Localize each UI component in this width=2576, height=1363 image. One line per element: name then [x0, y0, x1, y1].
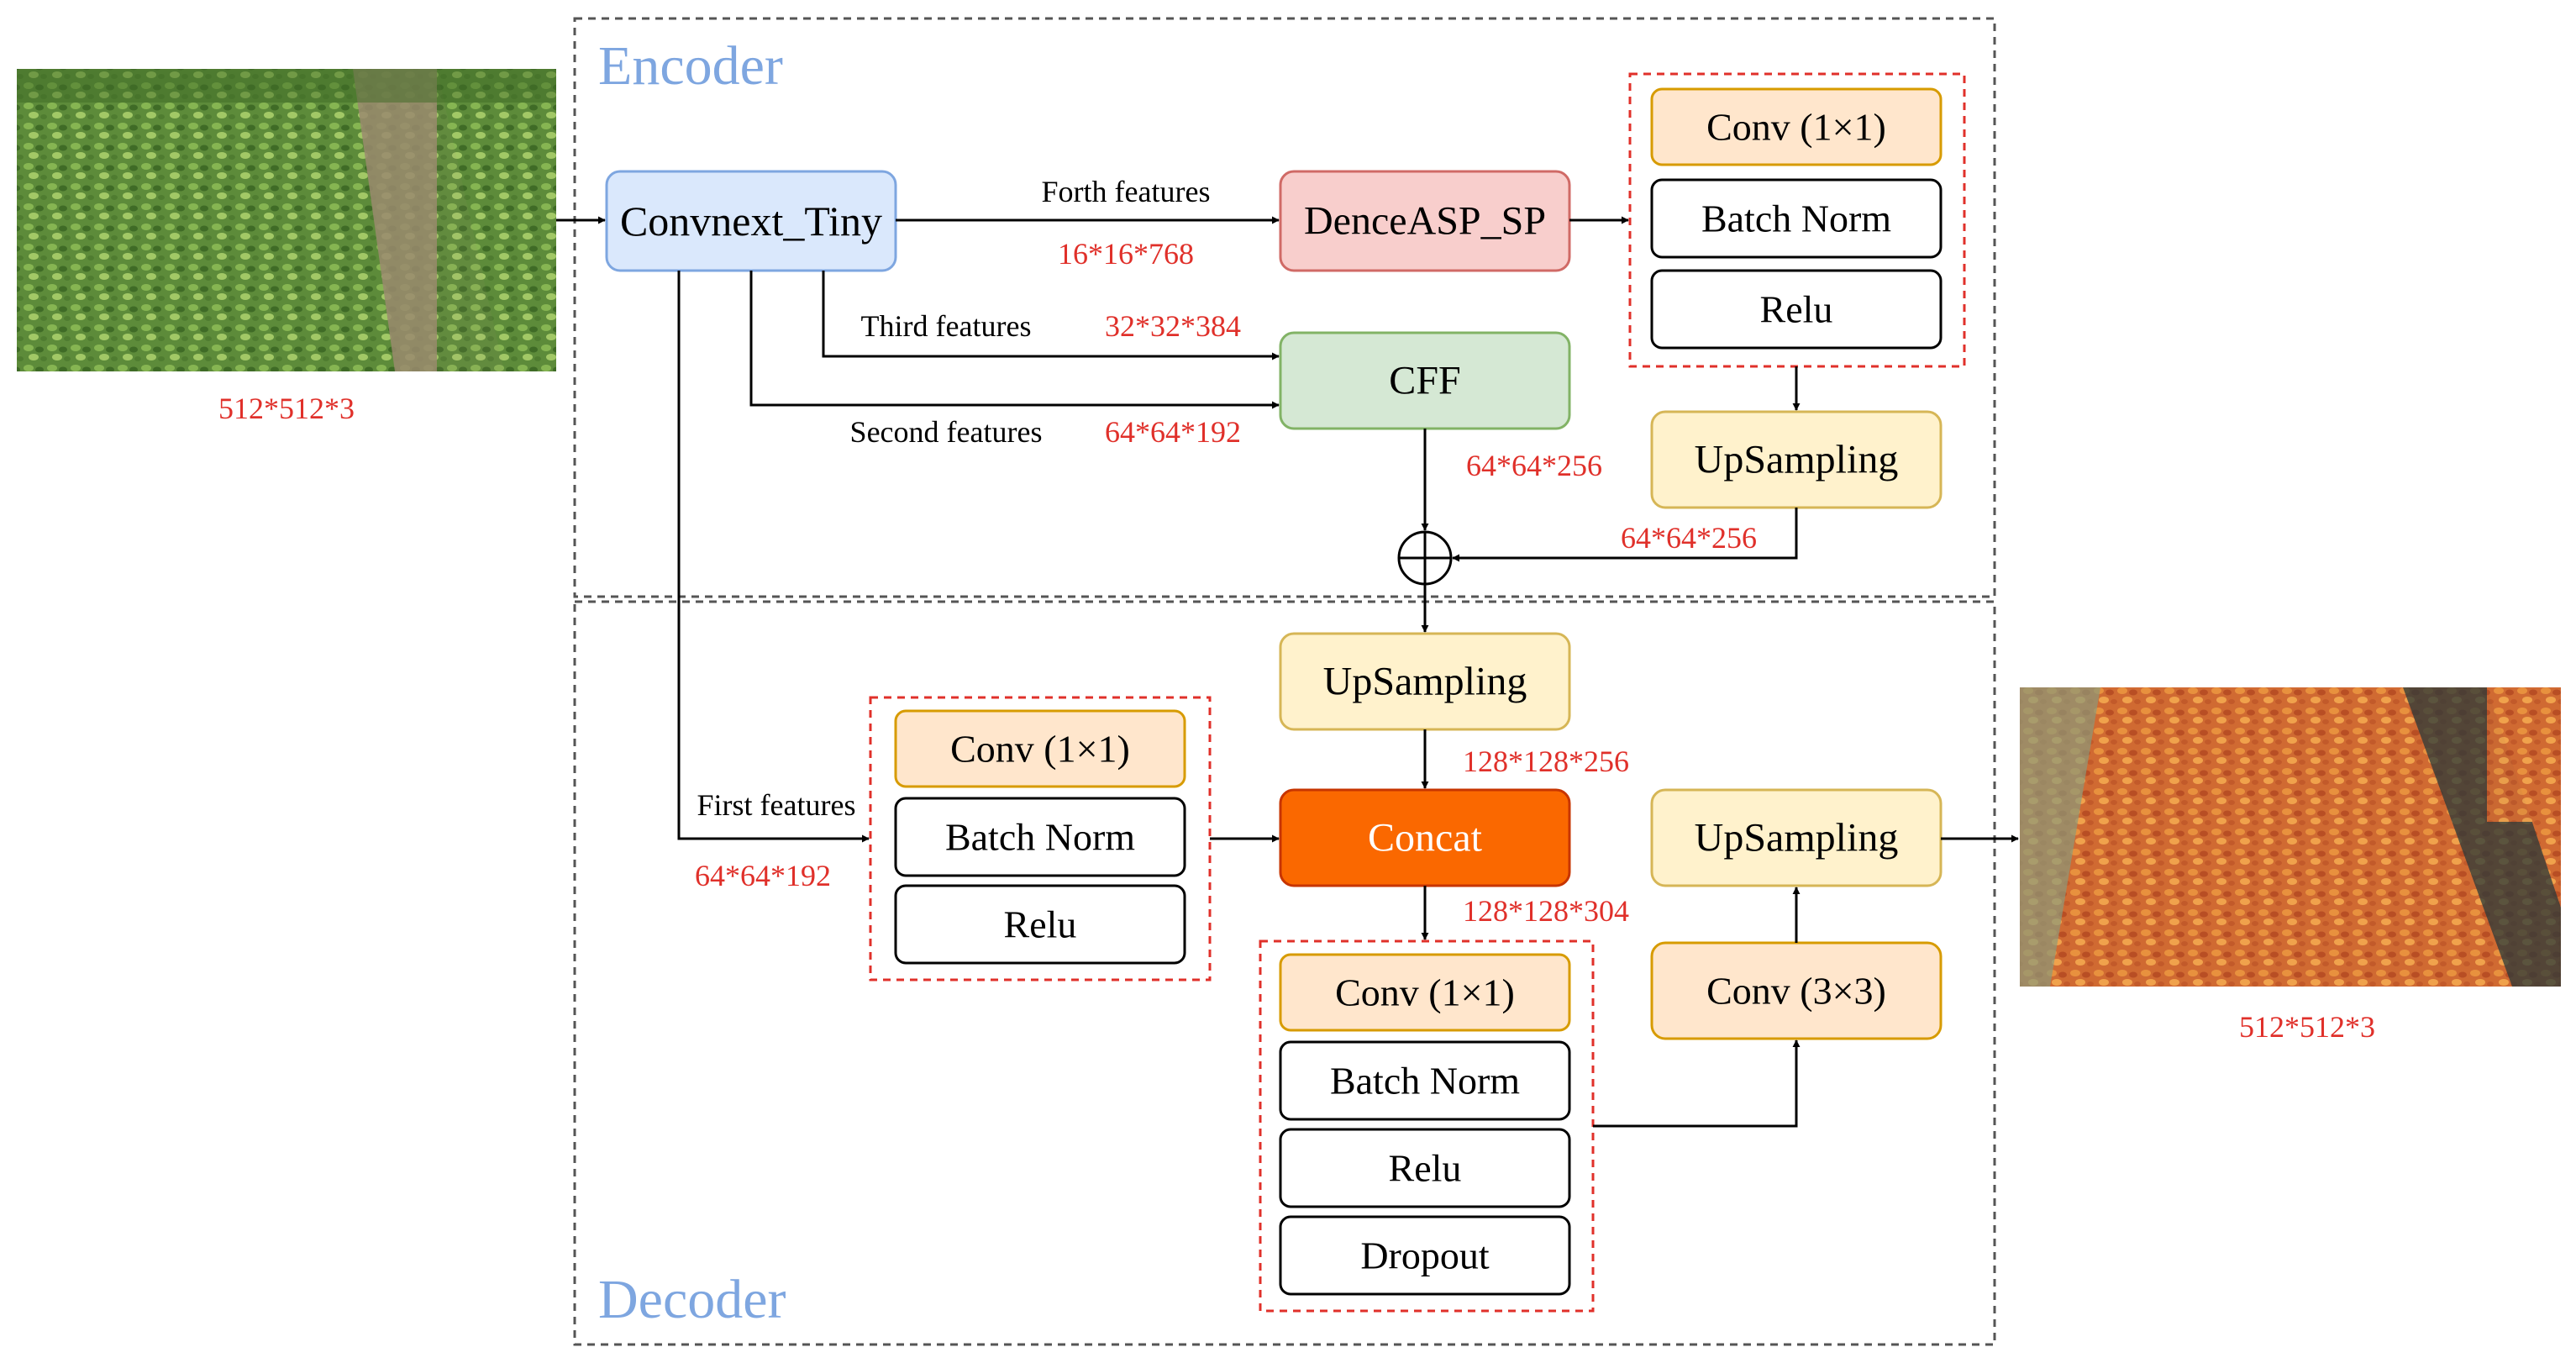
backbone-label: Convnext_Tiny [620, 197, 882, 245]
input-image [17, 69, 556, 371]
decoder-up-dim: 128*128*256 [1463, 745, 1629, 778]
cff-label: CFF [1389, 359, 1460, 403]
head-bn-label: Batch Norm [1330, 1060, 1520, 1103]
forth-label: Forth features [1042, 175, 1211, 208]
output-dim: 512*512*3 [2239, 1010, 2375, 1044]
head-bn-node: Batch Norm [1279, 1040, 1571, 1121]
encoder-title: Encoder [598, 35, 783, 97]
head-conv-node: Conv (1×1) [1279, 953, 1571, 1032]
head-dropout-label: Dropout [1360, 1234, 1490, 1277]
aspp-node: DenceASP_SP [1279, 170, 1571, 272]
decoder-frame [573, 600, 1996, 1346]
aspp-relu-node: Relu [1650, 269, 1943, 350]
edge-head-conv3 [1593, 1039, 1801, 1128]
aspp-bn-label: Batch Norm [1701, 197, 1891, 240]
edge-third [822, 271, 1280, 360]
output-upsampling-node: UpSampling [1650, 788, 1943, 887]
edge-first [677, 271, 870, 843]
concat-node: Concat [1279, 788, 1571, 887]
head-relu-node: Relu [1279, 1128, 1571, 1208]
low-conv-node: Conv (1×1) [894, 709, 1186, 788]
first-label: First features [697, 788, 856, 822]
second-dim: 64*64*192 [1105, 415, 1241, 449]
aspp-conv-node: Conv (1×1) [1650, 87, 1943, 166]
second-label: Second features [850, 415, 1043, 449]
third-label: Third features [861, 309, 1032, 343]
backbone-node: Convnext_Tiny [605, 170, 897, 272]
decoder-upsampling-label: UpSampling [1323, 660, 1527, 704]
first-dim: 64*64*192 [695, 859, 831, 892]
edge-second [749, 271, 1280, 409]
cff-dim: 64*64*256 [1466, 449, 1602, 482]
decoder-title: Decoder [598, 1269, 786, 1330]
aspp-conv-label: Conv (1×1) [1706, 106, 1886, 149]
low-relu-label: Relu [1004, 903, 1077, 946]
third-dim: 32*32*384 [1105, 309, 1241, 343]
decoder-upsampling-node: UpSampling [1279, 632, 1571, 731]
concat-label: Concat [1368, 816, 1483, 860]
edge-up-sum [1452, 508, 1798, 562]
cff-node: CFF [1279, 331, 1571, 430]
low-level-group [869, 696, 1212, 981]
encoder-upsampling-label: UpSampling [1695, 438, 1899, 482]
up-dim: 64*64*256 [1621, 521, 1757, 555]
low-conv-label: Conv (1×1) [950, 728, 1130, 771]
input-dim: 512*512*3 [218, 392, 355, 425]
encoder-upsampling-node: UpSampling [1650, 410, 1943, 509]
sum-node [1397, 530, 1453, 586]
low-bn-node: Batch Norm [894, 797, 1186, 877]
low-relu-node: Relu [894, 884, 1186, 965]
low-bn-label: Batch Norm [945, 816, 1135, 859]
forth-dim: 16*16*768 [1058, 237, 1194, 271]
aspp-bn-node: Batch Norm [1650, 178, 1943, 259]
head-dropout-node: Dropout [1279, 1215, 1571, 1296]
output-upsampling-label: UpSampling [1695, 816, 1899, 860]
conv3-label: Conv (3×3) [1706, 970, 1886, 1013]
aspp-label: DenceASP_SP [1304, 199, 1546, 244]
head-conv-label: Conv (1×1) [1335, 971, 1515, 1014]
encoder-frame [573, 17, 1996, 598]
conv3-node: Conv (3×3) [1650, 941, 1943, 1040]
aspp-relu-label: Relu [1760, 288, 1833, 331]
output-image [2020, 687, 2561, 987]
head-relu-label: Relu [1389, 1147, 1462, 1190]
concat-dim: 128*128*304 [1463, 894, 1629, 928]
